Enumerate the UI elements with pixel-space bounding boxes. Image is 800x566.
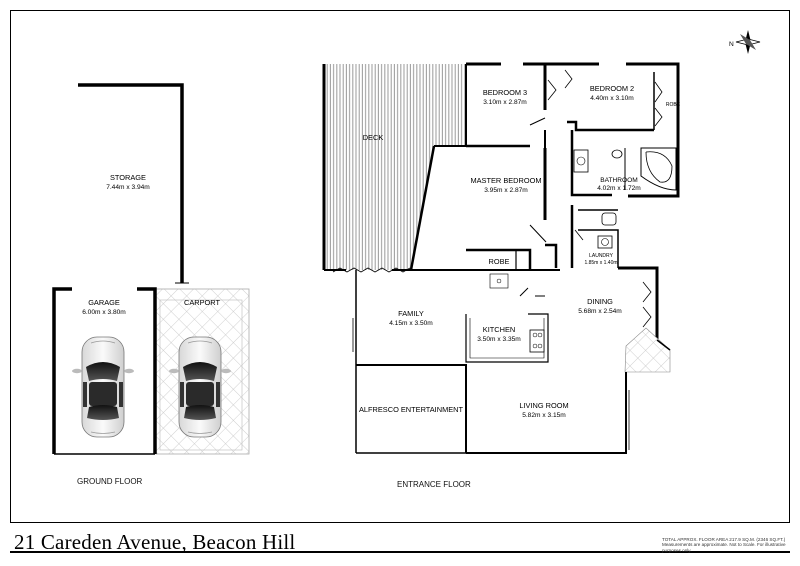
family-dims: 4.15m x 3.50m (389, 320, 433, 327)
bedroom2-robe-label: ROBE (666, 102, 681, 108)
bathroom-dims: 4.02m x 1.72m (597, 185, 641, 192)
entrance-floor (322, 62, 680, 454)
master-bedroom-label: MASTER BEDROOM (470, 176, 541, 185)
garage-dims: 6.00m x 3.80m (82, 309, 126, 316)
kitchen-label: KITCHEN (483, 325, 515, 334)
garage-car-icon (71, 336, 135, 438)
entrance-floor-label: ENTRANCE FLOOR (397, 480, 471, 489)
dining-label: DINING (587, 297, 613, 306)
bathroom-label: BATHROOM (600, 177, 638, 184)
laundry-label: LAUNDRY (589, 253, 613, 259)
robe-label: ROBE (489, 257, 510, 266)
compass-icon: N (729, 30, 761, 54)
storage-label: STORAGE (110, 173, 146, 182)
master-bedroom-dims: 3.95m x 2.87m (484, 187, 528, 194)
deck-label: DECK (363, 133, 384, 142)
bedroom2-label: BEDROOM 2 (590, 84, 634, 93)
floor-area-note: TOTAL APPROX. FLOOR AREA 217.9 SQ.M. (23… (662, 537, 788, 553)
laundry-dims: 1.85m x 1.40m (584, 260, 617, 266)
carport-label: CARPORT (184, 298, 220, 307)
disclaimer-text: Measurements are approximate. Not to Sca… (662, 542, 786, 553)
bedroom3-dims: 3.10m x 2.87m (483, 99, 527, 106)
alfresco-label: ALFRESCO ENTERTAINMENT (359, 405, 464, 414)
compass-north-label: N (729, 41, 734, 48)
room-labels: STORAGE 7.44m x 3.94m GARAGE 6.00m x 3.8… (82, 84, 681, 419)
ground-floor (52, 83, 250, 455)
page-frame (10, 10, 790, 523)
storage-dims: 7.44m x 3.94m (106, 184, 150, 191)
dining-dims: 5.68m x 2.54m (578, 308, 622, 315)
ground-floor-label: GROUND FLOOR (77, 477, 143, 486)
address-underline (10, 551, 790, 553)
garage-label: GARAGE (88, 298, 120, 307)
kitchen-dims: 3.50m x 3.35m (477, 336, 521, 343)
living-room-dims: 5.82m x 3.15m (522, 412, 566, 419)
bedroom2-dims: 4.40m x 3.10m (590, 95, 634, 102)
living-room-label: LIVING ROOM (519, 401, 568, 410)
total-floor-area: TOTAL APPROX. FLOOR AREA 217.9 SQ.M. (23… (662, 537, 786, 542)
property-address: 21 Careden Avenue, Beacon Hill (14, 530, 296, 554)
family-label: FAMILY (398, 309, 424, 318)
bedroom3-label: BEDROOM 3 (483, 88, 527, 97)
